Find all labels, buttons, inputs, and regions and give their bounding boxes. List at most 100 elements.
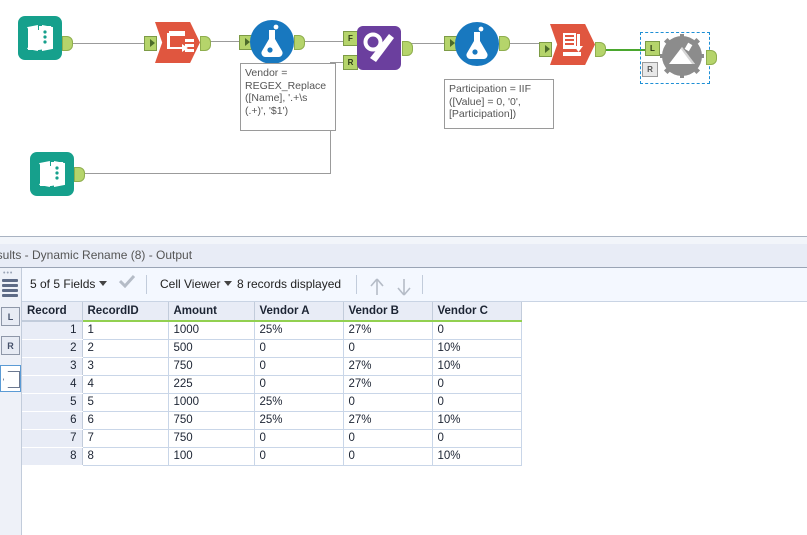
table-row[interactable]: 881000010% [22,447,521,465]
chevron-down-icon[interactable] [224,281,232,286]
tool-transpose[interactable] [155,22,200,63]
cell-vendor-c[interactable]: 10% [432,339,521,357]
table-row[interactable]: 6675025%27%10% [22,411,521,429]
cell-vendor-c[interactable]: 10% [432,411,521,429]
cell-vendor-b[interactable]: 0 [343,339,432,357]
view-mode-selector[interactable]: Cell Viewer [160,268,232,301]
fields-selector[interactable]: 5 of 5 Fields [30,268,107,301]
apply-check-button[interactable] [119,268,135,301]
output-anchor[interactable] [402,41,413,56]
column-header-vendor-b[interactable]: Vendor B [343,302,432,321]
cell-vendor-b[interactable]: 27% [343,375,432,393]
cell-recordid[interactable]: 2 [82,339,168,357]
cell-vendor-a[interactable]: 25% [254,321,343,339]
output-anchor[interactable] [74,167,85,182]
cell-vendor-c[interactable]: 10% [432,447,521,465]
chevron-down-icon[interactable] [99,281,107,286]
cell-recordid[interactable]: 7 [82,429,168,447]
check-icon [119,275,135,288]
input-anchor-l[interactable]: L [645,41,660,56]
cell-vendor-a[interactable]: 25% [254,411,343,429]
cell-vendor-a[interactable]: 0 [254,339,343,357]
tool-input-data-2[interactable] [30,152,74,196]
cell-vendor-c[interactable]: 10% [432,357,521,375]
cell-record-number: 4 [22,375,82,393]
input-anchor-r[interactable]: R [343,55,358,70]
annotation-line: Vendor = [245,67,331,80]
annotation-vendor-formula[interactable]: Vendor = REGEX_Replace ([Name], '.+\s (.… [240,63,336,131]
table-row[interactable]: 55100025%00 [22,393,521,411]
cell-record-number: 8 [22,447,82,465]
wire-input2-horizontal [82,173,330,174]
cell-amount[interactable]: 750 [168,357,254,375]
grip-dots-icon[interactable]: ••• [3,270,13,277]
cell-recordid[interactable]: 6 [82,411,168,429]
cell-amount[interactable]: 1000 [168,393,254,411]
anchor-button-r[interactable]: R [1,336,20,355]
cell-vendor-b[interactable]: 27% [343,357,432,375]
cell-amount[interactable]: 100 [168,447,254,465]
list-icon[interactable] [2,279,18,297]
table-row[interactable]: 44225027%0 [22,375,521,393]
column-header-record[interactable]: Record [22,302,82,321]
cell-vendor-a[interactable]: 0 [254,357,343,375]
output-anchor[interactable] [200,36,211,51]
output-anchor[interactable] [706,50,717,65]
cell-amount[interactable]: 225 [168,375,254,393]
cell-recordid[interactable]: 3 [82,357,168,375]
table-row[interactable]: 33750027%10% [22,357,521,375]
cell-vendor-a[interactable]: 0 [254,375,343,393]
column-header-vendor-c[interactable]: Vendor C [432,302,521,321]
cell-vendor-b[interactable]: 27% [343,411,432,429]
input-anchor-f[interactable]: F [343,31,358,46]
tool-crosstab[interactable] [550,24,595,65]
input-anchor[interactable] [144,36,157,51]
table-row[interactable]: 225000010% [22,339,521,357]
annotation-line: REGEX_Replace [245,80,331,93]
cell-vendor-b[interactable]: 0 [343,429,432,447]
column-header-recordid[interactable]: RecordID [82,302,168,321]
column-header-vendor-a[interactable]: Vendor A [254,302,343,321]
cell-recordid[interactable]: 4 [82,375,168,393]
cell-vendor-a[interactable]: 0 [254,429,343,447]
records-displayed-label: 8 records displayed [237,268,341,301]
table-row[interactable]: 11100025%27%0 [22,321,521,339]
cell-vendor-c[interactable]: 0 [432,393,521,411]
cell-vendor-a[interactable]: 25% [254,393,343,411]
column-header-amount[interactable]: Amount [168,302,254,321]
input-anchor[interactable] [539,42,552,57]
cell-vendor-b[interactable]: 0 [343,447,432,465]
cell-vendor-c[interactable]: 0 [432,321,521,339]
cell-recordid[interactable]: 8 [82,447,168,465]
cell-recordid[interactable]: 5 [82,393,168,411]
cell-vendor-b[interactable]: 27% [343,321,432,339]
cell-amount[interactable]: 1000 [168,321,254,339]
scroll-up-button[interactable] [369,276,385,294]
output-anchor[interactable] [595,42,606,57]
input-anchor-r[interactable]: R [642,62,658,77]
cell-vendor-b[interactable]: 0 [343,393,432,411]
tool-formula-1[interactable] [250,20,294,64]
cell-amount[interactable]: 750 [168,411,254,429]
workflow-canvas[interactable]: F R [0,0,807,236]
cell-vendor-c[interactable]: 0 [432,429,521,447]
cell-amount[interactable]: 750 [168,429,254,447]
tool-dynamic-rename[interactable]: F R [357,26,401,70]
output-anchor[interactable] [62,36,73,51]
output-anchor-icon[interactable] [0,365,21,392]
cell-recordid[interactable]: 1 [82,321,168,339]
book-icon [38,161,66,188]
tool-formula-2[interactable] [455,22,499,66]
output-anchor[interactable] [499,36,510,51]
anchor-button-l[interactable]: L [1,307,20,326]
output-anchor[interactable] [294,35,305,50]
results-grid[interactable]: Record RecordID Amount Vendor A Vendor B… [22,302,522,466]
tool-input-data-1[interactable] [18,16,62,60]
cell-vendor-c[interactable]: 0 [432,375,521,393]
cell-amount[interactable]: 500 [168,339,254,357]
table-row[interactable]: 77750000 [22,429,521,447]
scroll-down-button[interactable] [396,276,412,294]
annotation-participation-formula[interactable]: Participation = IIF ([Value] = 0, '0', [… [444,79,554,129]
results-title: esults - Dynamic Rename (8) - Output [0,244,192,267]
cell-vendor-a[interactable]: 0 [254,447,343,465]
